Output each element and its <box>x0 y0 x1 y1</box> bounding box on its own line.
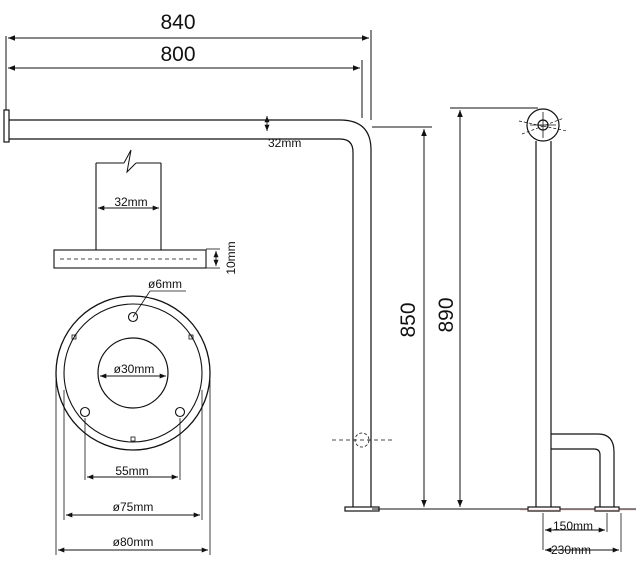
flange-inner-label: ø75mm <box>113 500 154 514</box>
dimension-55mm: 55mm <box>87 464 178 480</box>
center-hole-label: ø30mm <box>114 362 155 376</box>
flange-top-view: ø6mm ø30mm <box>55 277 211 451</box>
dimension-foot-230mm: 230mm <box>545 513 622 557</box>
dimension-890-label: 890 <box>435 297 458 332</box>
dimension-840-label: 840 <box>160 11 195 34</box>
grab-bar-side-view <box>3 109 380 512</box>
hole-spacing-label: 55mm <box>115 464 148 478</box>
screw-hole-left <box>79 406 91 418</box>
dimension-foot-230mm-label: 230mm <box>551 543 591 557</box>
dimension-850-label: 850 <box>397 302 420 337</box>
screw-hole-right <box>174 406 186 418</box>
dimension-tube-32mm-label: 32mm <box>268 136 301 150</box>
dimension-foot-150mm: 150mm <box>542 513 608 550</box>
dimension-800: 800 <box>8 43 363 118</box>
dimension-75mm: ø75mm <box>66 500 200 518</box>
floor-marker <box>332 432 392 448</box>
dimension-840: 840 <box>5 11 372 120</box>
dimension-890: 890 <box>435 107 538 507</box>
screw-hole-top <box>127 311 139 323</box>
flange-section-view: 32mm 10mm <box>53 149 238 275</box>
dimension-800-label: 800 <box>160 43 195 66</box>
flange-thickness-label: 10mm <box>224 241 238 274</box>
grab-bar-front-view <box>518 108 620 512</box>
screw-hole-label: ø6mm <box>148 277 182 291</box>
flange-outer-label: ø80mm <box>113 535 154 549</box>
dimension-80mm: ø80mm <box>58 535 208 553</box>
flange-dimension-lines <box>55 380 211 555</box>
flange-tube-32mm-label: 32mm <box>114 195 147 209</box>
dimension-foot-150mm-label: 150mm <box>553 519 593 533</box>
dimension-850: 850 <box>372 126 636 510</box>
dimension-tube-32mm: 32mm <box>264 116 301 150</box>
